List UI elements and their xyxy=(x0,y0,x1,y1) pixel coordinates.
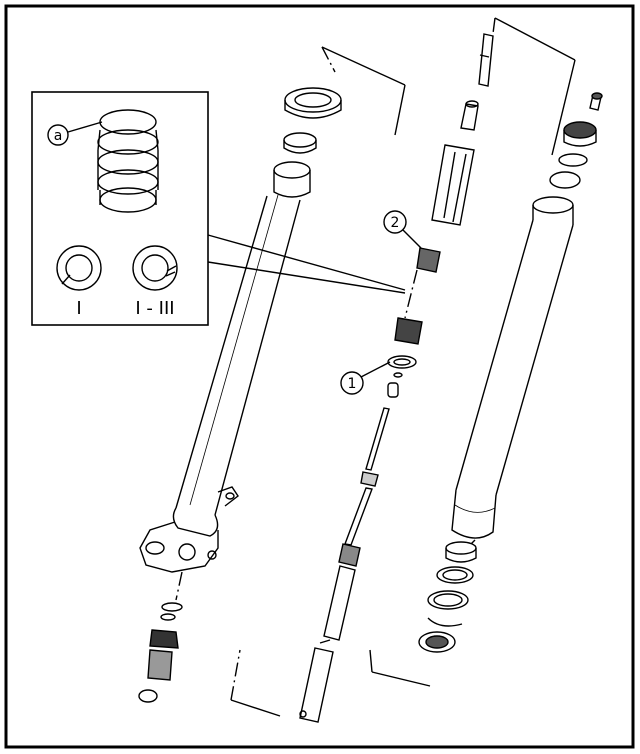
oil-seal xyxy=(284,87,342,119)
outer-border xyxy=(4,4,635,749)
ring-type-I-III xyxy=(132,245,178,291)
left-panel xyxy=(138,46,406,717)
part-2-label: 2 xyxy=(391,215,400,231)
ring-label-I-III: I - III xyxy=(135,298,174,319)
callout-2 xyxy=(383,210,422,249)
right-panel xyxy=(418,92,603,653)
washer xyxy=(387,355,417,378)
inner-tube xyxy=(451,196,574,539)
seal-stack xyxy=(418,541,477,653)
dust-seal xyxy=(283,132,317,154)
outer-tube xyxy=(175,161,311,516)
fork-spring xyxy=(394,247,441,345)
middle-panel xyxy=(299,17,576,723)
detail-inset xyxy=(31,91,406,326)
axle-bracket xyxy=(139,486,239,573)
part-1-label: 1 xyxy=(348,376,357,392)
ring-type-I xyxy=(56,245,102,291)
spacer-rod xyxy=(460,33,494,131)
ring-label-I: I xyxy=(76,298,81,319)
bottom-parts xyxy=(138,602,183,703)
damper-rod xyxy=(299,382,399,723)
cap-bolt xyxy=(549,92,603,189)
detail-letter-label: a xyxy=(54,128,63,144)
spring-seat xyxy=(431,144,475,226)
callout-1 xyxy=(340,361,391,395)
